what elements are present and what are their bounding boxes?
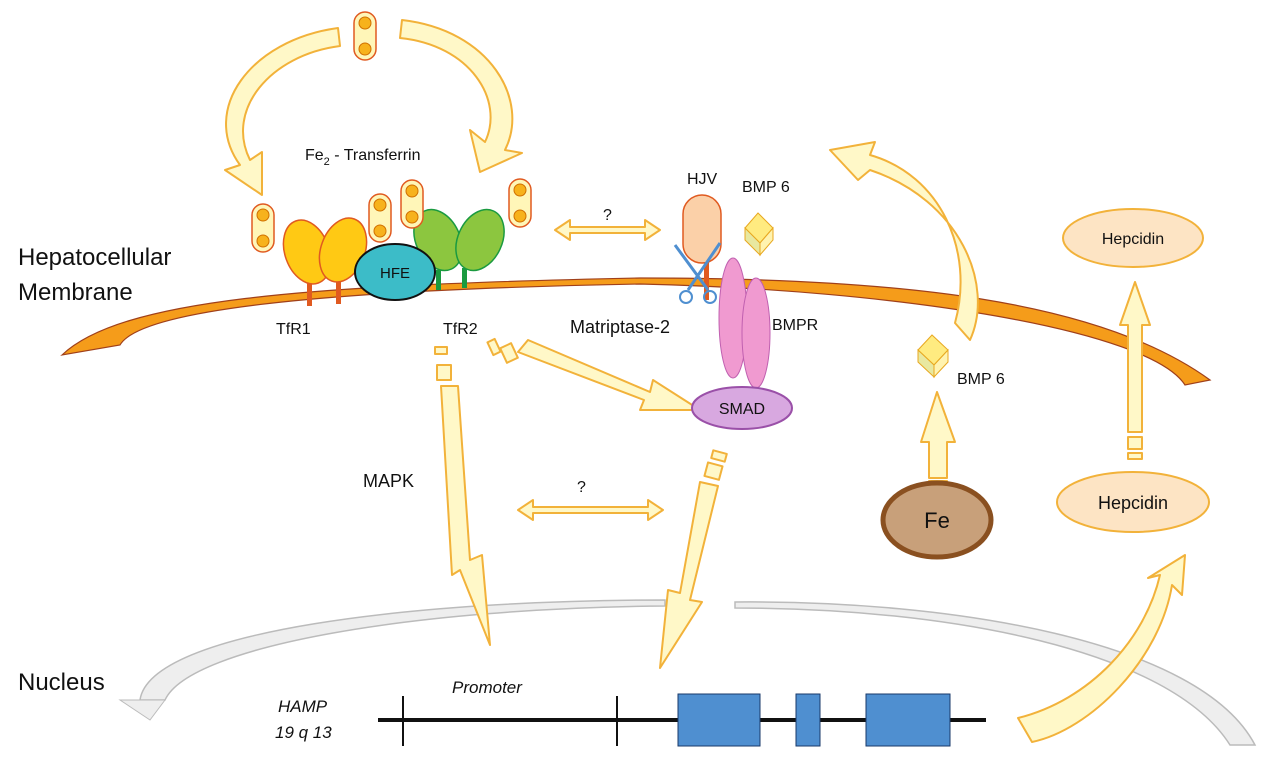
tfr1-label: TfR1	[276, 321, 311, 338]
transferrin-molecule	[400, 179, 424, 229]
hepcidin-up-arrow	[1119, 281, 1151, 460]
fe2-transferrin-label: Fe2 - Transferrin	[305, 147, 420, 168]
bmp6-cube-right	[917, 334, 949, 379]
curved-arrow-left	[224, 27, 341, 196]
scissors-icon	[673, 242, 722, 304]
hepcidin-label-top: Hepcidin	[1102, 231, 1164, 248]
membrane-label-line1: Hepatocellular	[18, 244, 171, 271]
hjv-protein	[682, 194, 722, 264]
question-mark-middle: ?	[577, 479, 586, 496]
exon-3	[865, 693, 951, 747]
tfr1-receptor	[282, 217, 368, 306]
hamp-gene-label: HAMP	[278, 697, 328, 716]
hepcidin-label-bottom: Hepcidin	[1098, 493, 1168, 513]
hjv-label: HJV	[687, 171, 718, 188]
double-arrow-top	[554, 219, 661, 241]
question-mark-top: ?	[603, 207, 612, 224]
bmp6-label-top: BMP 6	[742, 179, 790, 196]
bmpr-label: BMPR	[772, 317, 818, 334]
fe-to-bmp6-arrow	[920, 391, 956, 493]
promoter-label: Promoter	[452, 678, 523, 697]
bmp6-cube-top	[744, 212, 774, 257]
exon-2	[795, 693, 821, 747]
hepcidin-secreted	[1062, 208, 1204, 268]
transferrin-molecule	[353, 11, 377, 61]
hfe-label: HFE	[380, 265, 410, 282]
bmp6-label-right: BMP 6	[957, 371, 1005, 388]
locus-label: 19 q 13	[275, 723, 332, 742]
fe-label: Fe	[924, 508, 950, 533]
transferrin-molecule	[368, 193, 392, 243]
hepcidin-intracellular	[1056, 471, 1210, 533]
mapk-label: MAPK	[363, 471, 414, 491]
smad-to-nucleus-arrow	[659, 449, 728, 669]
transferrin-molecule	[508, 178, 532, 228]
mapk-arrow	[434, 346, 491, 646]
smad-label: SMAD	[719, 401, 765, 418]
exon-1	[677, 693, 761, 747]
nucleus-envelope	[118, 599, 1257, 746]
membrane-label-line2: Membrane	[18, 279, 133, 306]
smad-protein	[691, 386, 793, 430]
fe-iron	[880, 480, 994, 560]
double-arrow-middle	[517, 499, 664, 521]
curved-arrow-hepcidin	[1017, 554, 1186, 743]
hamp-gene	[378, 693, 986, 747]
bmpr-receptor	[741, 277, 771, 389]
curved-arrow-bmp6	[829, 141, 979, 341]
matriptase-2-label: Matriptase-2	[570, 317, 670, 337]
nucleus-label: Nucleus	[18, 669, 105, 696]
hfe-protein	[354, 243, 436, 301]
smad-arrow	[486, 337, 701, 411]
transferrin-molecule	[251, 203, 275, 253]
tfr2-label: TfR2	[443, 321, 478, 338]
curved-arrow-right	[399, 19, 523, 173]
